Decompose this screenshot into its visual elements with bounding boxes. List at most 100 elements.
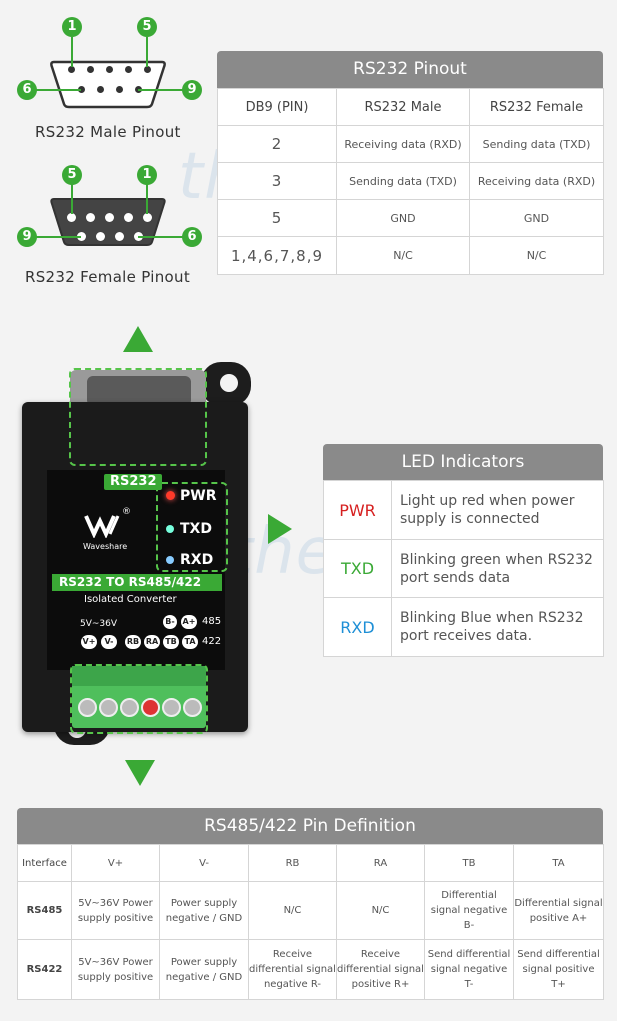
label-485: 485 <box>202 616 222 627</box>
label-422: 422 <box>202 636 222 647</box>
table-cell: 2 <box>217 125 337 163</box>
table-cell: Receive differential signal positive R+ <box>336 939 425 1000</box>
table-cell: Power supply negative / GND <box>159 939 249 1000</box>
table-cell: 1,4,6,7,8,9 <box>217 236 337 275</box>
terminal-chip: V- <box>101 635 117 649</box>
female-pin-dot <box>105 213 114 222</box>
pin-definition-table: Interface V+ V- RB RA TB TA RS485 5V~36V… <box>17 844 604 1000</box>
table-cell: Sending data (TXD) <box>469 125 604 163</box>
female-pin-dot <box>86 213 95 222</box>
db9-port-highlight <box>69 368 207 466</box>
male-pin-dot <box>78 86 85 93</box>
voltage-label: 5V~36V <box>80 619 118 629</box>
arrow-right-icon <box>268 514 292 544</box>
table-cell: Differential signal positive A+ <box>513 881 604 940</box>
rxd-led-icon <box>166 556 174 564</box>
col-header: RS232 Male <box>336 88 470 126</box>
arrow-up-icon <box>123 326 153 352</box>
female-pin-badge-6: 6 <box>182 227 202 247</box>
led-desc: Light up red when power supply is connec… <box>391 480 604 540</box>
device-rs232-label: RS232 <box>110 474 157 489</box>
female-pin-dot <box>77 232 86 241</box>
table-cell: N/C <box>248 881 337 940</box>
led-label-rxd: RXD <box>180 552 214 568</box>
male-pin-dot <box>106 66 113 73</box>
product-subtitle: Isolated Converter <box>84 594 177 605</box>
registered-mark: ® <box>122 507 131 517</box>
table-cell: 5V~36V Power supply positive <box>71 939 160 1000</box>
led-indicators-title: LED Indicators <box>323 444 603 480</box>
terminal-chip: RB <box>125 635 141 649</box>
table-cell: Power supply negative / GND <box>159 881 249 940</box>
txd-led-icon <box>166 525 174 533</box>
male-connector-shape <box>50 60 166 109</box>
rs232-pinout-table: DB9 (PIN) RS232 Male RS232 Female 2 Rece… <box>217 88 604 275</box>
terminal-chip: RA <box>144 635 160 649</box>
col-header: V- <box>159 844 249 882</box>
table-cell: 5 <box>217 199 337 237</box>
female-pinout-title: RS232 Female Pinout <box>25 268 191 286</box>
col-header: V+ <box>71 844 160 882</box>
male-pin-dot <box>125 66 132 73</box>
led-label-pwr: PWR <box>180 488 217 504</box>
male-pin-dot <box>97 86 104 93</box>
waveshare-logo-icon <box>84 515 120 538</box>
table-cell: N/C <box>469 236 604 275</box>
table-cell: Receiving data (RXD) <box>336 125 470 163</box>
led-label-txd: TXD <box>180 521 212 537</box>
row-header-rs485: RS485 <box>17 881 72 940</box>
female-pin-badge-9: 9 <box>17 227 37 247</box>
pin-definition-title: RS485/422 Pin Definition <box>17 808 603 844</box>
led-name-pwr: PWR <box>323 480 392 540</box>
col-header: RS232 Female <box>469 88 604 126</box>
female-pin-badge-1: 1 <box>137 165 157 185</box>
arrow-down-icon <box>125 760 155 786</box>
row-header-rs422: RS422 <box>17 939 72 1000</box>
col-header: RB <box>248 844 337 882</box>
table-cell: Differential signal negative B- <box>424 881 514 940</box>
col-header: TB <box>424 844 514 882</box>
table-cell: Send differential signal negative T- <box>424 939 514 1000</box>
male-pin-badge-5: 5 <box>137 17 157 37</box>
terminal-highlight <box>70 664 208 734</box>
led-desc: Blinking Blue when RS232 port receives d… <box>391 597 604 657</box>
led-name-rxd: RXD <box>323 597 392 657</box>
female-pin-dot <box>96 232 105 241</box>
terminal-chip: TA <box>182 635 198 649</box>
led-name-txd: TXD <box>323 539 392 598</box>
table-cell: N/C <box>336 236 470 275</box>
col-header: DB9 (PIN) <box>217 88 337 126</box>
female-pin-dot <box>67 213 76 222</box>
brand-name: Waveshare <box>83 542 128 551</box>
table-cell: GND <box>469 199 604 237</box>
pwr-led-icon <box>166 491 175 500</box>
led-highlight <box>156 482 228 572</box>
female-pin-badge-5: 5 <box>62 165 82 185</box>
terminal-chip: V+ <box>81 635 97 649</box>
terminal-chip: TB <box>163 635 179 649</box>
rs232-pinout-title: RS232 Pinout <box>217 51 603 88</box>
col-header: Interface <box>17 844 72 882</box>
male-pin-badge-1: 1 <box>62 17 82 37</box>
converter-device: RS232 ® Waveshare PWR TXD RXD RS232 TO R… <box>22 360 252 750</box>
female-connector-shape <box>50 198 166 246</box>
male-pin-badge-6: 6 <box>17 80 37 100</box>
male-pinout-title: RS232 Male Pinout <box>35 123 181 141</box>
female-pin-dot <box>124 213 133 222</box>
table-cell: Sending data (TXD) <box>336 162 470 200</box>
table-cell: 5V~36V Power supply positive <box>71 881 160 940</box>
terminal-chip: A+ <box>181 615 197 629</box>
table-cell: N/C <box>336 881 425 940</box>
male-pin-dot <box>87 66 94 73</box>
table-cell: 3 <box>217 162 337 200</box>
table-cell: Receiving data (RXD) <box>469 162 604 200</box>
led-desc: Blinking green when RS232 port sends dat… <box>391 539 604 598</box>
female-pin-dot <box>115 232 124 241</box>
product-name: RS232 TO RS485/422 <box>59 575 202 589</box>
male-pin-badge-9: 9 <box>182 80 202 100</box>
led-indicators-table: PWR Light up red when power supply is co… <box>323 480 604 657</box>
table-cell: Send differential signal positive T+ <box>513 939 604 1000</box>
col-header: TA <box>513 844 604 882</box>
table-cell: Receive differential signal negative R- <box>248 939 337 1000</box>
male-pin-dot <box>68 66 75 73</box>
